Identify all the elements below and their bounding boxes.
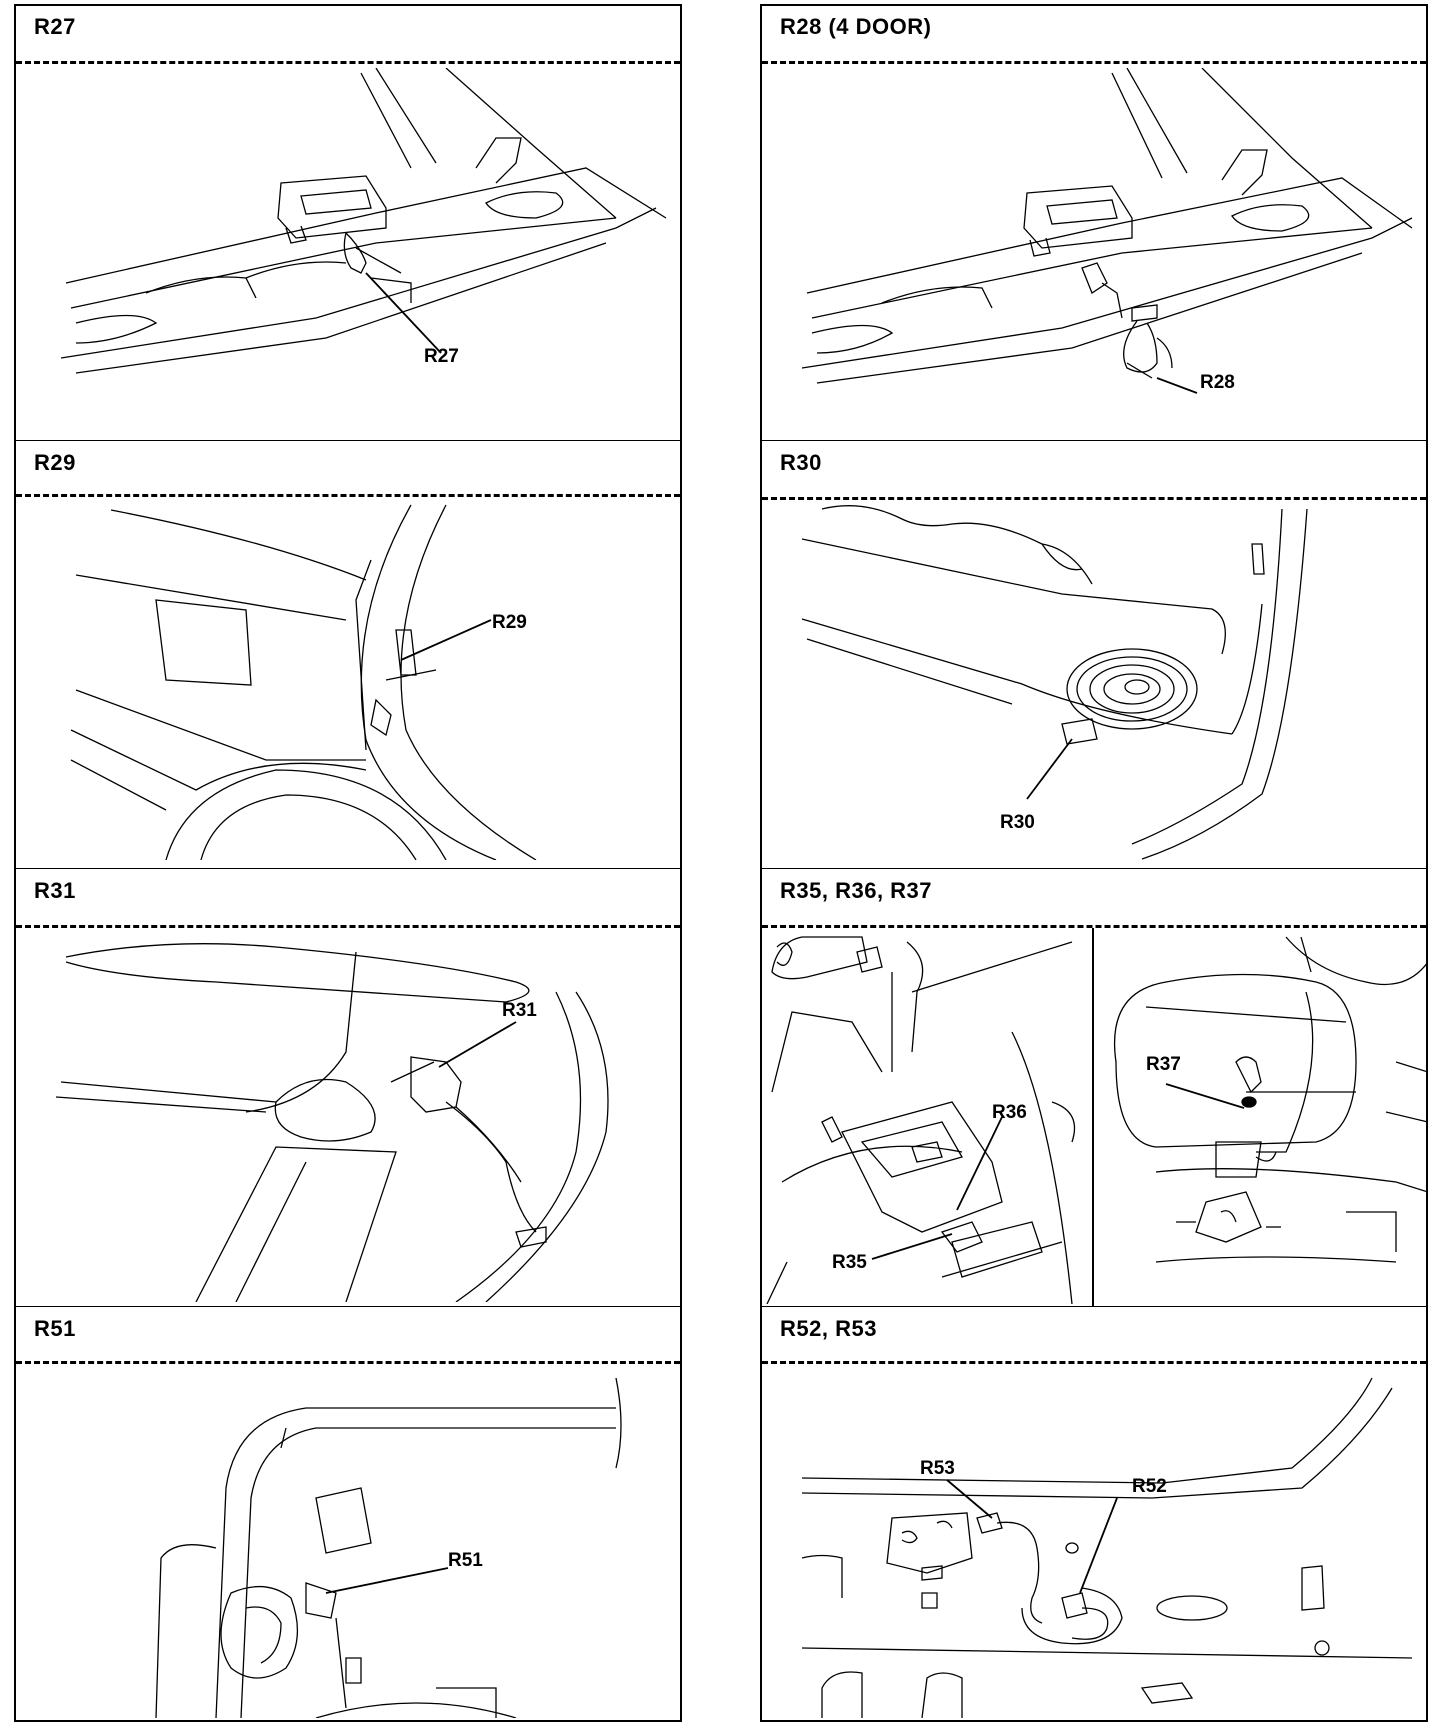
panel-title-r51: R51 (34, 1316, 76, 1341)
r37-callout: R37 (1146, 1054, 1181, 1075)
r51-callout: R51 (448, 1550, 483, 1571)
panel-title-r35-r36-r37: R35, R36, R37 (780, 878, 933, 903)
r35-callout: R35 (832, 1252, 867, 1273)
panel-title-r52-r53: R52, R53 (780, 1316, 877, 1341)
r30-drawing (762, 504, 1426, 864)
r29-callout: R29 (492, 612, 527, 633)
panel-r35-r36-r37: R35, R36, R37 R36 R35 (762, 870, 1426, 1306)
r35-r36-drawing (762, 932, 1090, 1304)
panel-title-r28: R28 (4 DOOR) (780, 14, 932, 39)
panel-r30: R30 R30 (762, 442, 1426, 868)
panel-r31: R31 R31 (16, 870, 680, 1306)
panel-title-r30: R30 (780, 450, 822, 475)
r52-r53-drawing (762, 1368, 1426, 1718)
r28-drawing (762, 68, 1426, 438)
r28-callout: R28 (1200, 372, 1235, 393)
r53-callout: R53 (920, 1458, 955, 1479)
right-diagram-column: R28 (4 DOOR) R28 (760, 4, 1428, 1722)
r29-drawing (16, 500, 680, 860)
r27-drawing (16, 68, 680, 438)
panel-title-r31: R31 (34, 878, 76, 903)
left-diagram-column: R27 R27 R29 (14, 4, 682, 1722)
r36-callout: R36 (992, 1102, 1027, 1123)
r27-callout: R27 (424, 346, 459, 367)
panel-r27: R27 R27 (16, 6, 680, 440)
r31-callout: R31 (502, 1000, 537, 1021)
r30-callout: R30 (1000, 812, 1035, 833)
r31-drawing (16, 932, 680, 1302)
panel-title-r27: R27 (34, 14, 76, 39)
panel-r28: R28 (4 DOOR) R28 (762, 6, 1426, 440)
panel-title-r29: R29 (34, 450, 76, 475)
panel-r52-r53: R52, R53 R53 R52 (762, 1308, 1426, 1720)
r52-callout: R52 (1132, 1476, 1167, 1497)
panel-r51: R51 R51 (16, 1308, 680, 1720)
r37-drawing (1096, 932, 1428, 1304)
panel-r29: R29 R29 (16, 442, 680, 868)
r51-drawing (16, 1368, 680, 1718)
